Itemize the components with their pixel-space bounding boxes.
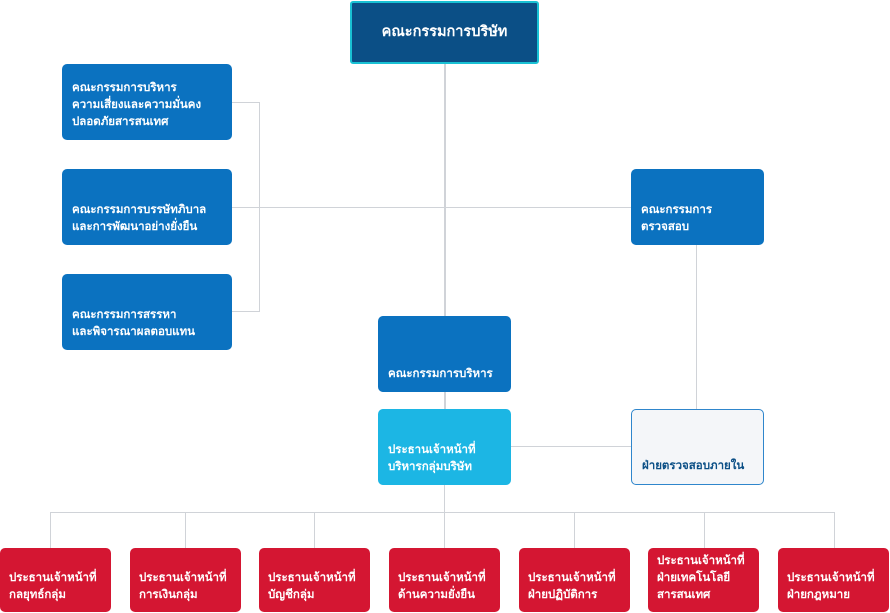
board-label: คณะกรรมการบริษัท: [381, 24, 508, 40]
executive-committee-label: คณะกรรมการบริหาร: [388, 366, 493, 380]
connector-line: [232, 311, 260, 312]
internal-audit-label: ฝ่ายตรวจสอบภายใน: [642, 458, 745, 472]
internal-audit-box[interactable]: ฝ่ายตรวจสอบภายใน: [631, 409, 764, 485]
executive-committee-box[interactable]: คณะกรรมการบริหาร: [378, 316, 511, 392]
connector-line: [834, 512, 835, 549]
officer-label: ประธานเจ้าหน้าที่ การเงินกลุ่ม: [139, 570, 227, 601]
connector-line: [574, 512, 575, 549]
officer-box-operations[interactable]: ประธานเจ้าหน้าที่ ฝ่ายปฏิบัติการ: [519, 548, 630, 612]
officer-label: ประธานเจ้าหน้าที่ ฝ่ายปฏิบัติการ: [528, 570, 616, 601]
officer-box-finance[interactable]: ประธานเจ้าหน้าที่ การเงินกลุ่ม: [130, 548, 241, 612]
risk-committee-label: คณะกรรมการบริหาร ความเสี่ยงและความมั่นคง…: [72, 80, 202, 128]
risk-committee-box[interactable]: คณะกรรมการบริหาร ความเสี่ยงและความมั่นคง…: [62, 64, 232, 140]
connector-line: [232, 102, 260, 103]
audit-committee-box[interactable]: คณะกรรมการ ตรวจสอบ: [631, 169, 764, 245]
officer-label: ประธานเจ้าหน้าที่ กลยุทธ์กลุ่ม: [9, 570, 97, 601]
connector-line: [444, 485, 445, 512]
officer-box-sustainability[interactable]: ประธานเจ้าหน้าที่ ด้านความยั่งยืน: [389, 548, 500, 612]
connector-line: [444, 512, 445, 549]
group-ceo-box[interactable]: ประธานเจ้าหน้าที่ บริหารกลุ่มบริษัท: [378, 409, 511, 485]
connector-line: [185, 512, 186, 549]
group-ceo-label: ประธานเจ้าหน้าที่ บริหารกลุ่มบริษัท: [388, 442, 476, 473]
connector-line: [314, 512, 315, 549]
nomination-committee-box[interactable]: คณะกรรมการสรรหา และพิจารณาผลตอบแทน: [62, 274, 232, 350]
officer-box-it[interactable]: ประธานเจ้าหน้าที่ ฝ่ายเทคโนโลยี สารสนเทศ: [648, 548, 759, 612]
connector-line: [510, 446, 632, 447]
officer-box-legal[interactable]: ประธานเจ้าหน้าที่ ฝ่ายกฎหมาย: [778, 548, 889, 612]
connector-line: [232, 207, 632, 208]
connector-line: [50, 512, 51, 549]
officer-box-strategy[interactable]: ประธานเจ้าหน้าที่ กลยุทธ์กลุ่ม: [0, 548, 111, 612]
officer-label: ประธานเจ้าหน้าที่ ฝ่ายกฎหมาย: [787, 570, 875, 601]
governance-committee-label: คณะกรรมการบรรษัทภิบาล และการพัฒนาอย่างยั…: [72, 202, 207, 233]
connector-line: [50, 512, 835, 513]
officer-label: ประธานเจ้าหน้าที่ ฝ่ายเทคโนโลยี สารสนเทศ: [657, 553, 745, 601]
audit-committee-label: คณะกรรมการ ตรวจสอบ: [641, 202, 713, 233]
board-of-directors-box[interactable]: คณะกรรมการบริษัท: [350, 1, 539, 64]
officer-box-accounting[interactable]: ประธานเจ้าหน้าที่ บัญชีกลุ่ม: [259, 548, 370, 612]
connector-line: [704, 512, 705, 549]
connector-line: [696, 245, 697, 410]
connector-line: [444, 64, 446, 318]
governance-committee-box[interactable]: คณะกรรมการบรรษัทภิบาล และการพัฒนาอย่างยั…: [62, 169, 232, 245]
officer-label: ประธานเจ้าหน้าที่ บัญชีกลุ่ม: [268, 570, 356, 601]
officer-label: ประธานเจ้าหน้าที่ ด้านความยั่งยืน: [398, 570, 486, 601]
nomination-committee-label: คณะกรรมการสรรหา และพิจารณาผลตอบแทน: [72, 307, 196, 338]
